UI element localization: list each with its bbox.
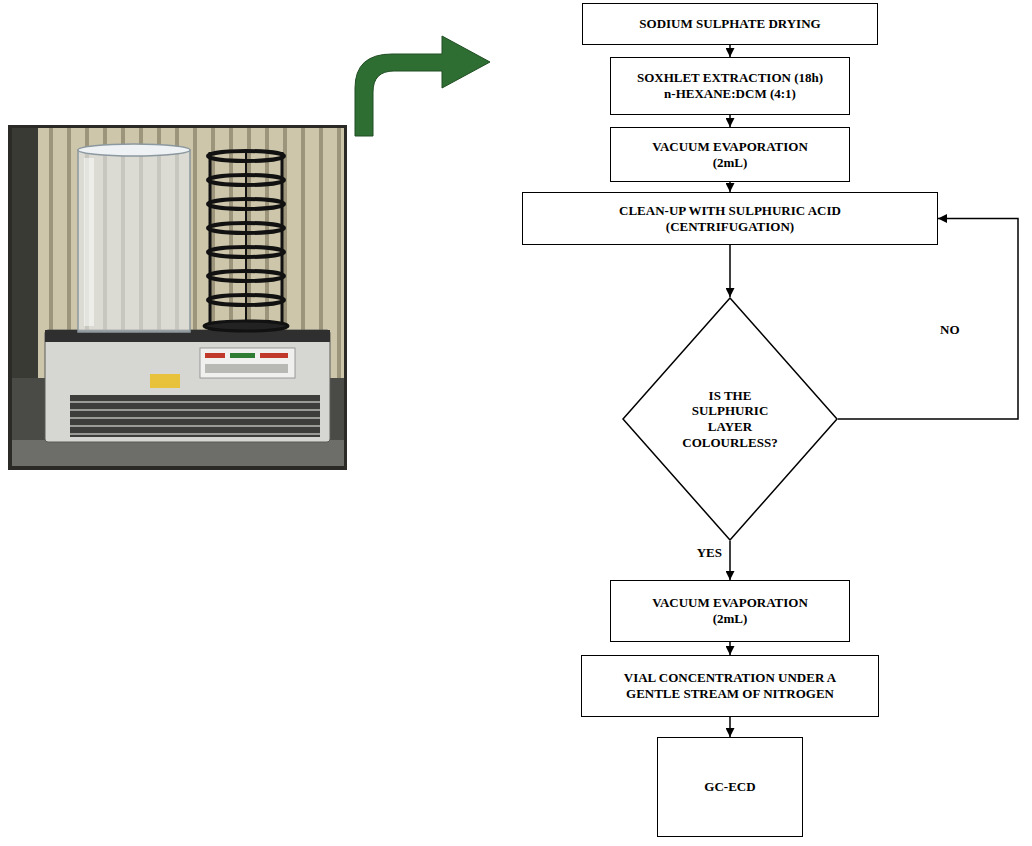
panel-display bbox=[205, 364, 288, 373]
text-group: CLEAN-UP WITH SULPHURIC ACID(CENTRIFUGAT… bbox=[619, 203, 841, 234]
rack-shelf bbox=[208, 199, 284, 209]
control-panel bbox=[200, 348, 295, 378]
edge-label: NO bbox=[938, 322, 962, 338]
connector-arrow bbox=[729, 245, 731, 297]
ventilation-grille bbox=[70, 395, 320, 437]
decision-diamond: IS THE SULPHURIC LAYER COLOURLESS? bbox=[622, 297, 838, 541]
step-text: VACUUM EVAPORATION bbox=[652, 139, 808, 155]
rack-shelf bbox=[208, 151, 284, 161]
grille-slat bbox=[70, 417, 320, 419]
rack-shelf bbox=[208, 271, 284, 281]
panel-indicator bbox=[205, 353, 225, 358]
asset-tag bbox=[150, 374, 180, 388]
connector-arrow bbox=[729, 541, 731, 580]
rack-shelf bbox=[208, 223, 284, 233]
text-group: SODIUM SULPHATE DRYING bbox=[639, 16, 820, 32]
process-box: VACUUM EVAPORATION(2mL) bbox=[610, 127, 850, 182]
text-group: VACUUM EVAPORATION(2mL) bbox=[652, 139, 808, 170]
chamber-rim bbox=[78, 144, 190, 156]
edge-label: YES bbox=[695, 545, 724, 561]
freeze-dryer-base bbox=[45, 330, 330, 442]
step-text: SOXHLET EXTRACTION (18h) bbox=[637, 70, 823, 86]
acrylic-chamber bbox=[78, 150, 190, 332]
table-top bbox=[12, 440, 344, 466]
step-text: VIAL CONCENTRATION UNDER A GENTLE STREAM… bbox=[610, 670, 850, 701]
connector-arrow bbox=[729, 642, 731, 655]
connector-arrow bbox=[729, 45, 731, 57]
text-group: SOXHLET EXTRACTION (18h)n-HEXANE:DCM (4:… bbox=[637, 70, 823, 101]
connector-arrow bbox=[729, 717, 731, 737]
text-group: VIAL CONCENTRATION UNDER A GENTLE STREAM… bbox=[610, 670, 850, 701]
step-text: GC-ECD bbox=[704, 779, 755, 795]
connector-arrow bbox=[729, 182, 731, 192]
process-box: VACUUM EVAPORATION(2mL) bbox=[610, 580, 850, 642]
process-box: CLEAN-UP WITH SULPHURIC ACID(CENTRIFUGAT… bbox=[522, 192, 938, 245]
rack-shelf bbox=[208, 295, 284, 305]
step-text: (CENTRIFUGATION) bbox=[619, 219, 841, 235]
diamond-shape bbox=[623, 298, 837, 540]
chamber-highlight bbox=[84, 158, 94, 326]
step-text: CLEAN-UP WITH SULPHURIC ACID bbox=[619, 203, 841, 219]
process-box: SODIUM SULPHATE DRYING bbox=[582, 3, 878, 45]
step-text: VACUUM EVAPORATION bbox=[652, 595, 808, 611]
rack-shelf bbox=[208, 247, 284, 257]
decision-text: IS THE SULPHURIC LAYER COLOURLESS? bbox=[674, 388, 786, 450]
photo-frame bbox=[8, 125, 347, 470]
text-group: IS THE SULPHURIC LAYER COLOURLESS? bbox=[674, 388, 786, 450]
grille-slat bbox=[70, 433, 320, 435]
grille-slat bbox=[70, 409, 320, 411]
step-text: n-HEXANE:DCM (4:1) bbox=[637, 86, 823, 102]
grille-slat bbox=[70, 425, 320, 427]
rack-base bbox=[204, 321, 288, 331]
rack-shelf bbox=[208, 175, 284, 185]
curved-arrow bbox=[355, 36, 490, 136]
grille-slat bbox=[70, 401, 320, 403]
connector-arrow bbox=[838, 219, 1018, 420]
process-box: GC-ECD bbox=[657, 737, 803, 837]
step-text: (2mL) bbox=[652, 611, 808, 627]
panel-indicator bbox=[230, 353, 255, 358]
text-group: GC-ECD bbox=[704, 779, 755, 795]
step-text: (2mL) bbox=[652, 155, 808, 171]
process-box: VIAL CONCENTRATION UNDER A GENTLE STREAM… bbox=[581, 655, 879, 717]
step-text: SODIUM SULPHATE DRYING bbox=[639, 16, 820, 32]
panel-indicator bbox=[260, 353, 288, 358]
connector-arrow bbox=[729, 115, 731, 127]
text-group: VACUUM EVAPORATION(2mL) bbox=[652, 595, 808, 626]
process-box: SOXHLET EXTRACTION (18h)n-HEXANE:DCM (4:… bbox=[610, 57, 850, 115]
